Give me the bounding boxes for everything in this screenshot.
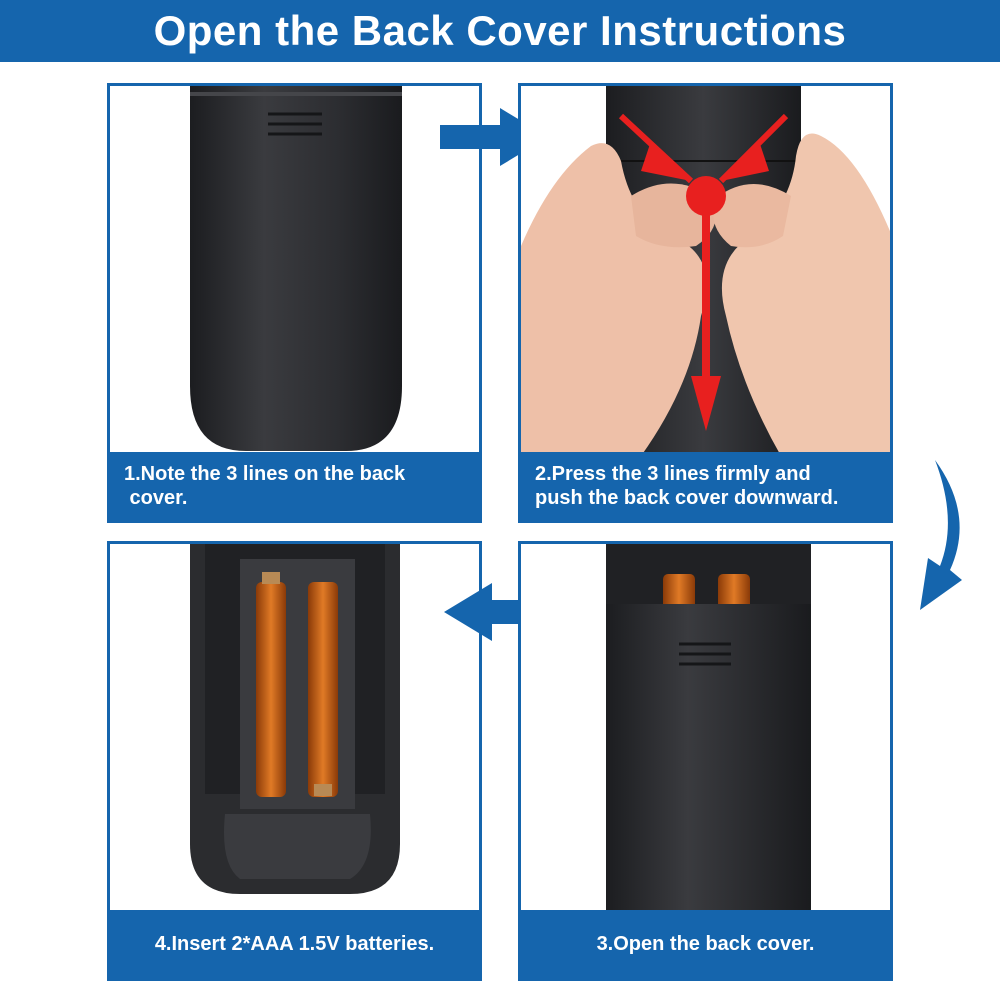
step-1-caption: 1.Note the 3 lines on the back cover. <box>110 452 479 520</box>
press-indicator-icon <box>618 113 789 431</box>
step-1-text-line2: cover. <box>124 487 188 509</box>
remote-cover-sliding-image <box>606 544 811 914</box>
step-2-text-line2: push the back cover downward. <box>535 487 839 509</box>
step-1-text-line1: 1.Note the 3 lines on the back <box>124 463 406 485</box>
arrow-left-icon <box>444 583 552 641</box>
step-3-panel: 3.Open the back cover. <box>518 541 893 981</box>
step-2-caption: 2.Press the 3 lines firmly and push the … <box>521 452 890 520</box>
step-2-panel: 2.Press the 3 lines firmly and push the … <box>518 83 893 523</box>
hands-pressing-image <box>521 86 890 456</box>
remote-back-image <box>190 86 402 451</box>
three-lines-mark <box>268 112 322 136</box>
step-2-text-line1: 2.Press the 3 lines firmly and <box>535 463 811 485</box>
battery-compartment-image <box>190 544 400 894</box>
step-3-text: 3.Open the back cover. <box>596 933 815 955</box>
step-3-caption: 3.Open the back cover. <box>521 910 890 978</box>
page-title: Open the Back Cover Instructions <box>0 0 1000 62</box>
curved-arrow-down-icon <box>920 460 962 610</box>
step-4-caption: 4.Insert 2*AAA 1.5V batteries. <box>110 910 479 978</box>
step-4-text: 4.Insert 2*AAA 1.5V batteries. <box>154 933 435 955</box>
step-1-panel: 1.Note the 3 lines on the back cover. <box>107 83 482 523</box>
step-4-panel: 4.Insert 2*AAA 1.5V batteries. <box>107 541 482 981</box>
